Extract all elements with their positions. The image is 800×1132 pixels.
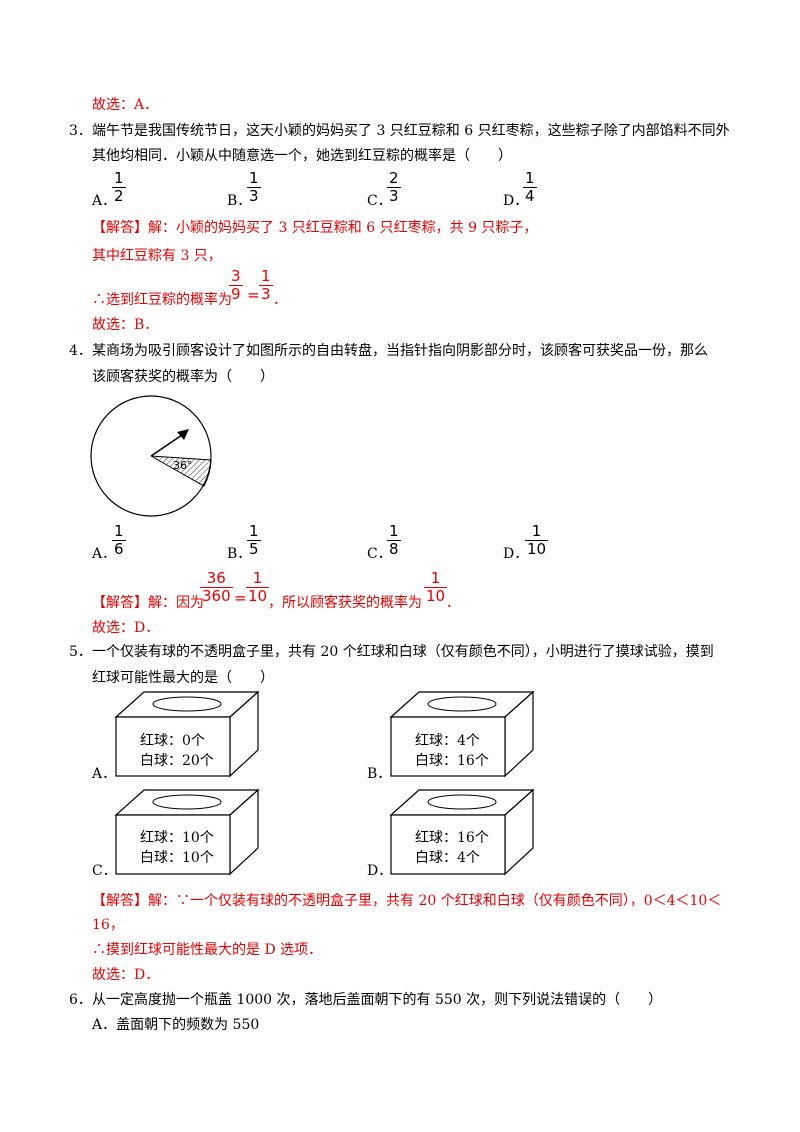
- prev-answer: 故选：A．: [92, 97, 159, 113]
- q4-number: 4．: [69, 343, 92, 359]
- q4-answer-equals: =: [234, 589, 247, 607]
- q5-text-line1: 一个仅装有球的不透明盒子里，共有 20 个红球和白球（仅有颜色不同），小明进行了…: [92, 644, 714, 660]
- q3-answer-equals: =: [247, 286, 260, 304]
- box-d-red-count: 红球：16个: [415, 830, 489, 846]
- box-c-opening: [152, 794, 222, 810]
- box-a-opening: [152, 696, 222, 712]
- q3-option-d-label: D．: [503, 193, 529, 209]
- q6-number: 6．: [69, 992, 92, 1008]
- q5-answer-line2: 16，: [92, 917, 124, 933]
- q5-option-d-label: D．: [367, 863, 393, 879]
- shaded-sector: [150, 455, 212, 487]
- q3-final-answer: 故选：B．: [92, 317, 159, 333]
- q4-answer-middle: ，所以顾客获奖的概率为: [268, 595, 422, 611]
- pointer-shaft: [150, 432, 186, 457]
- q5-number: 5．: [69, 644, 92, 660]
- q5-option-a-label: A．: [92, 766, 117, 782]
- q5-final-answer: 故选：D．: [92, 967, 160, 983]
- box-d-opening: [427, 794, 497, 810]
- q3-number: 3．: [69, 123, 92, 139]
- q4-answer-prefix: 【解答】解：因为: [92, 595, 204, 611]
- q4-text-line2: 该顾客获奖的概率为（ ）: [92, 369, 274, 385]
- q3-text-line2: 其他均相同．小颖从中随意选一个，她选到红豆粽的概率是（ ）: [92, 148, 512, 164]
- q5-answer-line1: 【解答】解：∵一个仅装有球的不透明盒子里，共有 20 个红球和白球（仅有颜色不同…: [92, 893, 722, 909]
- box-b-red-count: 红球：4个: [415, 733, 480, 749]
- q3-option-a-label: A．: [92, 193, 117, 209]
- box-c-drawing: [114, 788, 260, 876]
- angle-label: 36°: [173, 459, 193, 472]
- q6-text-line1: 从一定高度抛一个瓶盖 1000 次，落地后盖面朝下的有 550 次，则下列说法错…: [92, 992, 663, 1008]
- pointer-arrow-icon: [177, 429, 189, 440]
- box-c-red-count: 红球：10个: [140, 830, 214, 846]
- q5-answer-line3: ∴摸到红球可能性最大的是 D 选项．: [92, 942, 323, 958]
- q3-text-line1: 端午节是我国传统节日，这天小颖的妈妈买了 3 只红豆粽和 6 只红枣粽，这些粽子…: [92, 123, 730, 139]
- box-a-white-count: 白球：20个: [140, 753, 214, 769]
- box-b-opening: [427, 696, 497, 712]
- q4-answer-end: ．: [446, 595, 460, 611]
- q3-option-b-label: B．: [227, 193, 252, 209]
- q4-option-a-label: A．: [92, 546, 117, 562]
- q5-option-c-label: C．: [92, 863, 117, 879]
- spinner-diagram: 36°: [90, 395, 212, 517]
- box-d-drawing: [389, 788, 535, 876]
- q3-answer-line2: 其中红豆粽有 3 只，: [92, 248, 222, 264]
- q5-option-b-label: B．: [367, 766, 392, 782]
- box-d-white-count: 白球：4个: [415, 850, 480, 866]
- q3-option-c-label: C．: [367, 193, 392, 209]
- q5-text-line2: 红球可能性最大的是（ ）: [92, 670, 274, 686]
- box-b-white-count: 白球：16个: [415, 753, 489, 769]
- q4-option-c-label: C．: [367, 546, 392, 562]
- q4-option-b-label: B．: [227, 546, 252, 562]
- box-c-white-count: 白球：10个: [140, 850, 214, 866]
- q6-option-a[interactable]: A．盖面朝下的频数为 550: [92, 1017, 260, 1033]
- q4-final-answer: 故选：D．: [92, 620, 160, 636]
- q4-text-line1: 某商场为吸引顾客设计了如图所示的自由转盘，当指针指向阴影部分时，该顾客可获奖品一…: [92, 343, 708, 359]
- box-a-red-count: 红球：0个: [140, 733, 205, 749]
- q3-answer-line3: ∴选到红豆粽的概率为: [92, 292, 232, 308]
- q3-answer-line1: 【解答】解：小颖的妈妈买了 3 只红豆粽和 6 只红枣粽，共 9 只粽子，: [92, 220, 538, 236]
- q4-option-d-label: D．: [503, 546, 529, 562]
- box-b-drawing: [389, 690, 535, 778]
- box-a-drawing: [114, 690, 260, 778]
- q3-answer-end: ．: [273, 292, 287, 308]
